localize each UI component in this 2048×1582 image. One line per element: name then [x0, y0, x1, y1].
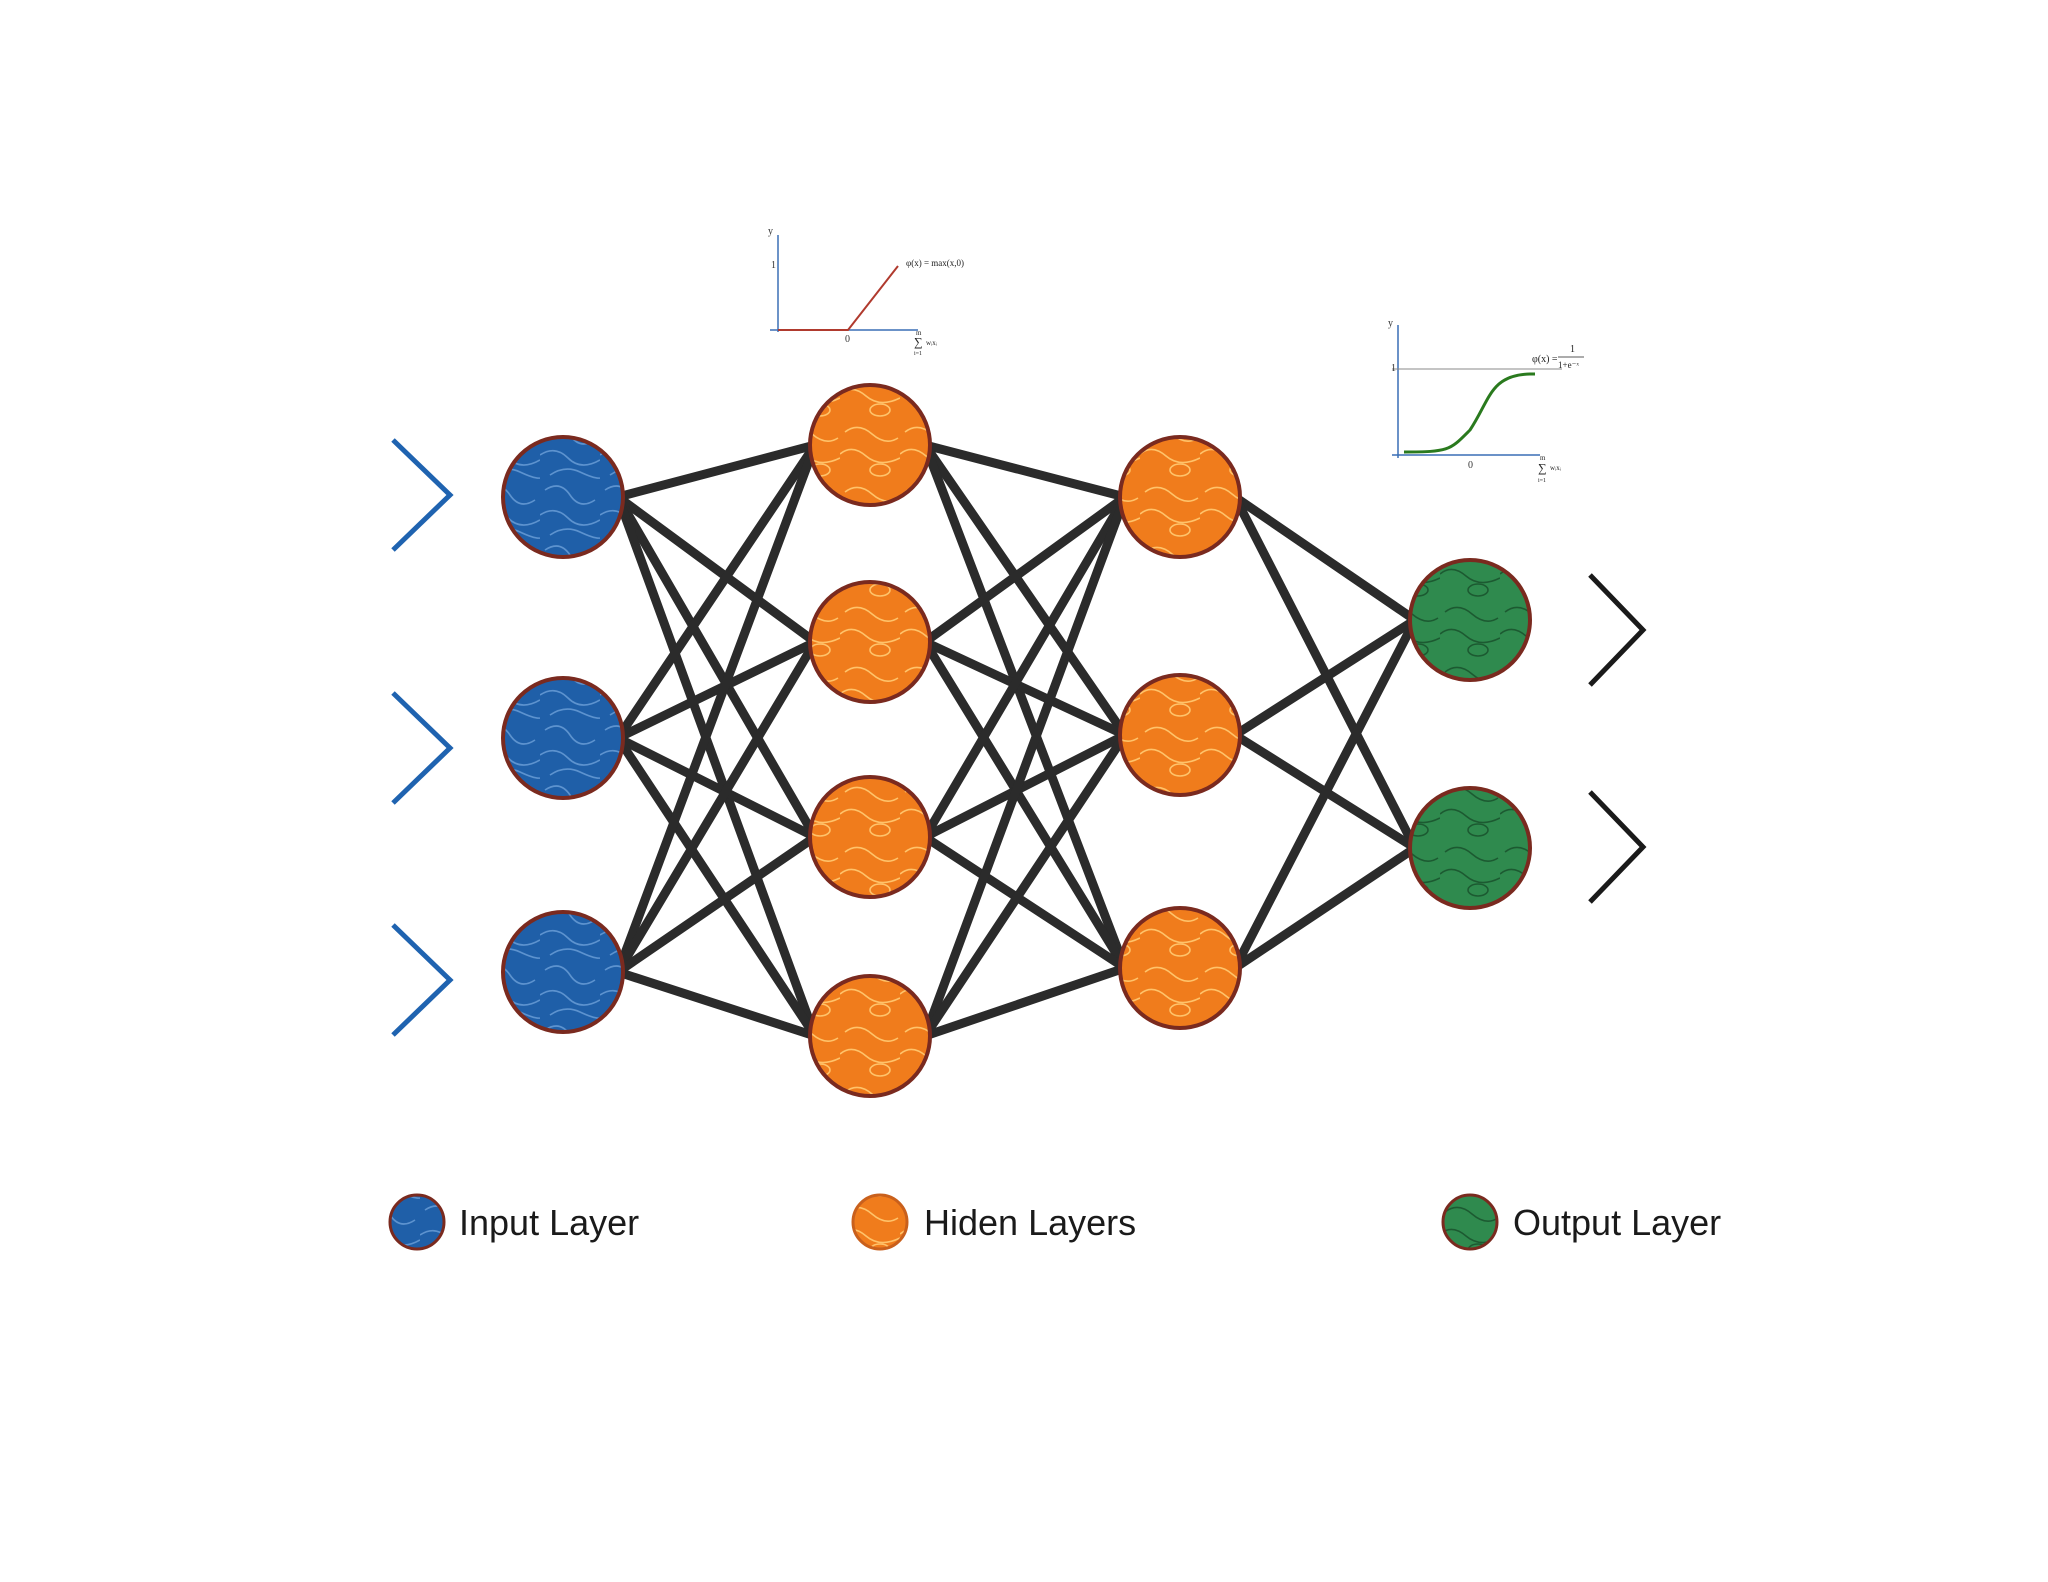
connection-edge [613, 492, 820, 842]
connection-edge [613, 733, 820, 1041]
legend-hidden-swatch [851, 1193, 909, 1251]
connection-edge [613, 637, 820, 977]
connection-edge [613, 832, 820, 977]
legend-input-swatch [388, 1193, 446, 1251]
sigmoid-sum-bottom: i=1 [1538, 478, 1546, 484]
relu-curve [778, 265, 899, 331]
sigmoid-x-tick: 0 [1468, 460, 1473, 471]
relu-sum-term: wᵢxᵢ [926, 339, 938, 347]
legend: Input Layer Hiden Layers Output Layer [388, 1193, 1721, 1251]
relu-sum-bottom: i=1 [914, 351, 922, 357]
connection-edge [920, 832, 1130, 973]
legend-output-swatch [1441, 1193, 1499, 1251]
connection-edge [920, 637, 1130, 740]
connection-edge [613, 492, 820, 647]
connection-edge [920, 440, 1130, 740]
connection-edge [613, 637, 820, 743]
connection-edge [1230, 615, 1420, 740]
connection-edge [613, 440, 820, 977]
input-arrow-icon [391, 923, 454, 1037]
sigmoid-formula-num: 1 [1570, 344, 1575, 355]
legend-input-label: Input Layer [459, 1202, 639, 1243]
relu-activation-plot: y 1 0 φ(x) = max(x,0) m ∑ i=1 wᵢxᵢ [760, 220, 965, 360]
relu-y-tick: 1 [771, 260, 776, 271]
sigmoid-activation-plot: y 1 0 φ(x) = 1 1+e⁻ˣ m ∑ i=1 wᵢxᵢ [1380, 310, 1595, 490]
connection-edge [613, 440, 820, 743]
sigmoid-y-tick: 1 [1391, 363, 1396, 374]
input-node-2 [501, 676, 625, 800]
hidden-1-node-4 [808, 974, 932, 1098]
relu-sum-top: m [916, 329, 922, 337]
output-node-1 [1408, 558, 1532, 682]
legend-hidden-label: Hiden Layers [924, 1202, 1136, 1243]
sigmoid-sum-term: wᵢxᵢ [1550, 464, 1562, 472]
nodes [501, 383, 1532, 1098]
relu-x-tick: 0 [845, 334, 850, 345]
connection-edge [920, 963, 1130, 1041]
connection-edge [1230, 615, 1420, 973]
connection-edge [920, 730, 1130, 842]
hidden-1-node-3 [808, 775, 932, 899]
input-node-3 [501, 910, 625, 1034]
output-arrow-icon [1588, 573, 1647, 687]
legend-output-label: Output Layer [1513, 1202, 1721, 1243]
connection-edge [920, 440, 1130, 973]
sigmoid-sum-top: m [1540, 454, 1546, 462]
sigmoid-curve [1403, 372, 1535, 454]
sigmoid-formula-den: 1+e⁻ˣ [1558, 360, 1579, 370]
output-arrows [1588, 573, 1647, 904]
connection-edge [613, 733, 820, 842]
input-arrow-icon [391, 691, 454, 805]
input-node-1 [501, 435, 625, 559]
hidden-2-node-1 [1118, 435, 1242, 559]
hidden-2-node-2 [1118, 673, 1242, 797]
connections [613, 440, 1420, 1041]
connection-edge [1230, 492, 1420, 625]
connection-edge [920, 492, 1130, 842]
relu-formula: φ(x) = max(x,0) [906, 258, 964, 268]
input-arrows [391, 438, 454, 1037]
output-node-2 [1408, 786, 1532, 910]
connection-edge [920, 440, 1130, 502]
connection-edge [1230, 843, 1420, 973]
sigmoid-formula-lhs: φ(x) = [1532, 354, 1558, 365]
connection-edge [920, 730, 1130, 1041]
hidden-2-node-3 [1118, 906, 1242, 1030]
relu-y-label: y [768, 226, 773, 237]
connection-edge [613, 492, 820, 1041]
output-arrow-icon [1588, 790, 1647, 904]
connection-edge [920, 492, 1130, 647]
hidden-1-node-1 [808, 383, 932, 507]
input-arrow-icon [391, 438, 454, 552]
connection-edge [613, 967, 820, 1041]
connection-edge [920, 492, 1130, 1041]
hidden-1-node-2 [808, 580, 932, 704]
connection-edge [920, 637, 1130, 973]
relu-sum-icon: ∑ [914, 335, 923, 349]
sigmoid-sum-icon: ∑ [1538, 461, 1547, 475]
sigmoid-y-label: y [1388, 318, 1393, 329]
connection-edge [613, 440, 820, 502]
